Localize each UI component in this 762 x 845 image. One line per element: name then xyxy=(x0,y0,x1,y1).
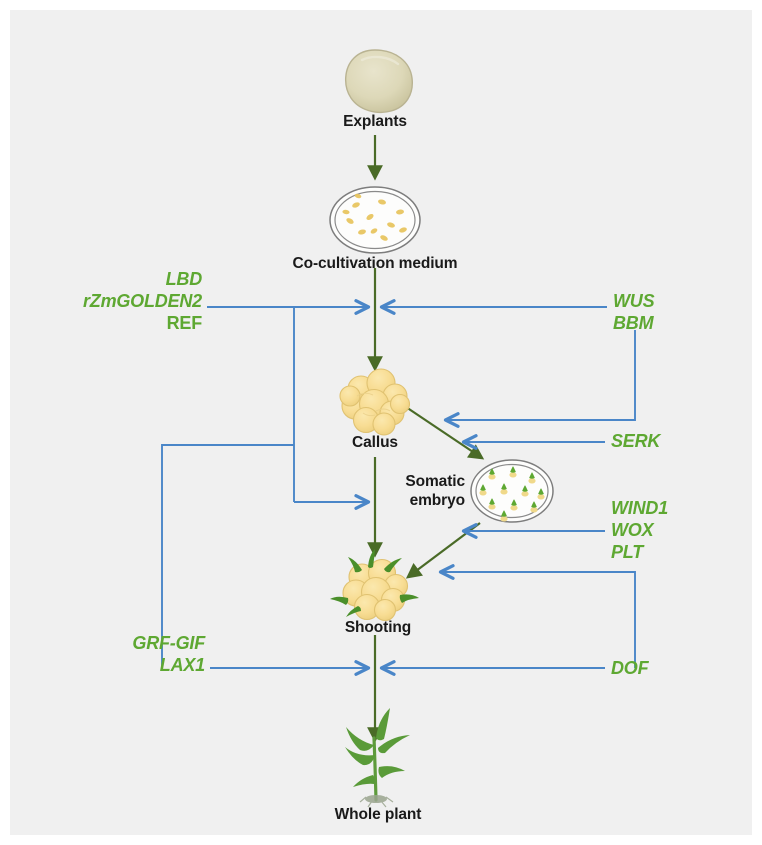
gene-label-ref: REF xyxy=(166,313,203,333)
stage-label-somatic-embryo: Somatic embryo xyxy=(405,472,465,510)
pathway-diagram xyxy=(161,49,636,808)
blue-regulator-connectors xyxy=(161,299,636,676)
gene-label-rzmgolden2: rZmGOLDEN2 xyxy=(82,291,202,311)
seed-explant-icon xyxy=(345,49,413,114)
gene-group-serk: SERK xyxy=(611,430,741,452)
gene-group-left-callus-induction: LBD rZmGOLDEN2 REF xyxy=(10,268,202,334)
gene-group-dof: DOF xyxy=(611,657,731,679)
figure-panel: Explants Co-cultivation medium Callus So… xyxy=(10,10,752,835)
callus-with-shoots-icon xyxy=(330,549,419,622)
arrow-callus-to-embryo xyxy=(399,402,485,460)
petri-dish-icon xyxy=(329,186,421,254)
callus-cluster-icon xyxy=(339,368,411,436)
gene-label-wus: WUS xyxy=(613,291,655,311)
gene-label-lax1: LAX1 xyxy=(159,655,205,675)
stage-label-callus: Callus xyxy=(352,434,398,451)
gene-group-left-shooting: GRF-GIF LAX1 xyxy=(10,632,205,676)
gene-label-grf-gif: GRF-GIF xyxy=(132,633,205,653)
somatic-embryo-line-2: embryo xyxy=(409,492,466,509)
stage-label-shooting: Shooting xyxy=(344,619,412,636)
stage-label-explants: Explants xyxy=(343,113,407,130)
embryo-sprouts xyxy=(479,466,545,522)
gene-label-wind1: WIND1 xyxy=(611,498,668,518)
connector-dof-vertical xyxy=(438,564,636,668)
gene-label-bbm: BBM xyxy=(613,313,654,333)
stage-label-co-cultivation-medium: Co-cultivation medium xyxy=(292,255,458,272)
shoot-leaves xyxy=(330,549,419,617)
maize-seedling-icon xyxy=(345,708,410,808)
gene-label-plt: PLT xyxy=(611,542,644,562)
petri-dish-embryos-icon xyxy=(470,459,554,523)
gene-label-serk: SERK xyxy=(611,431,661,451)
stage-label-whole-plant: Whole plant xyxy=(334,806,422,823)
connector-grf-gif-branch xyxy=(161,444,294,668)
connector-bbm-vertical xyxy=(443,330,636,428)
somatic-embryo-line-1: Somatic xyxy=(405,473,465,490)
gene-label-lbd: LBD xyxy=(165,269,203,289)
gene-label-wox: WOX xyxy=(611,520,654,540)
gene-label-dof: DOF xyxy=(611,658,649,678)
gene-group-right-callus-induction: WUS BBM xyxy=(613,290,743,334)
gene-group-shoot-regeneration: WIND1 WOX PLT xyxy=(611,497,746,563)
